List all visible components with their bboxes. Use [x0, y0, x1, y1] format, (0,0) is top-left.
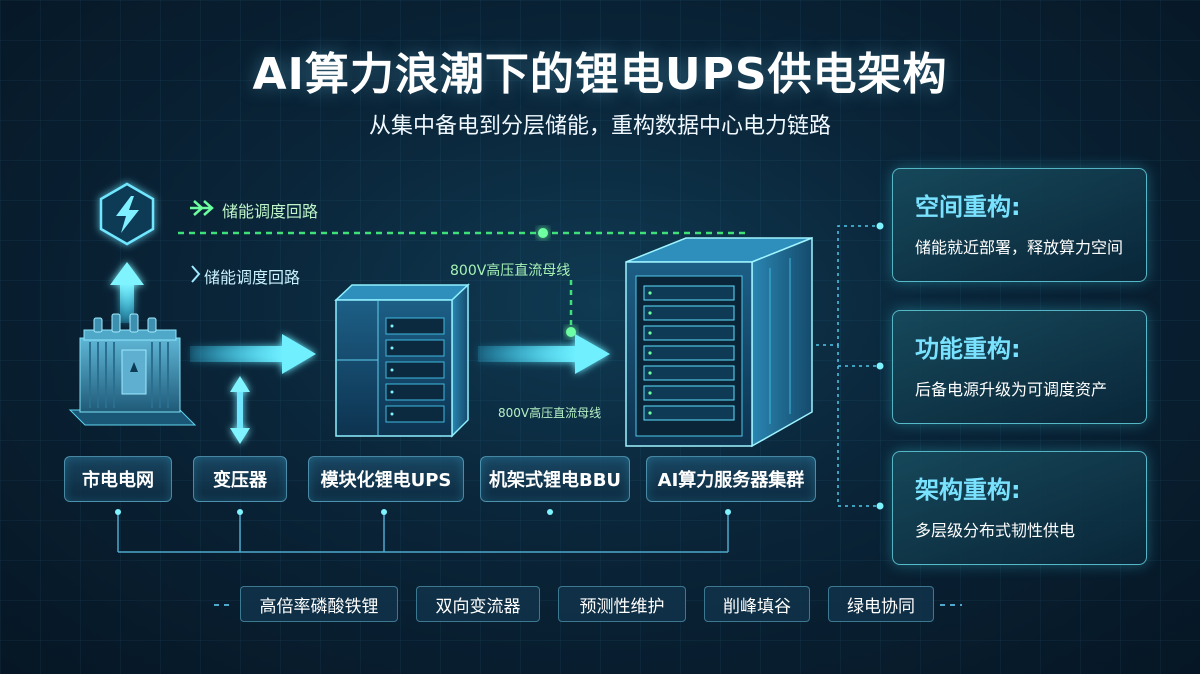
bus-label-bottom: 800V高压直流母线 [498, 406, 602, 420]
ups-cabinet-icon [334, 283, 470, 438]
loop-label-mid: 储能调度回路 [204, 268, 301, 287]
chevron-icon [191, 265, 201, 283]
panel-node-3 [876, 502, 884, 510]
stage-server-cluster: AI算力服务器集群 [646, 456, 816, 502]
tag-predictive: 预测性维护 [558, 586, 686, 622]
panel-function-title: 功能重构: [915, 335, 1021, 363]
tag-green-power: 绿电协同 [828, 586, 934, 622]
panel-function-desc: 后备电源升级为可调度资产 [915, 380, 1108, 399]
panel-architecture: 架构重构: 多层级分布式韧性供电 [892, 451, 1147, 565]
lightning-bolt-icon [99, 182, 155, 246]
bus-label-top: 800V高压直流母线 [450, 263, 571, 279]
panel-node-2 [876, 362, 884, 370]
tag-peak-shaving: 削峰填谷 [704, 586, 810, 622]
double-chevron-icon [190, 200, 214, 216]
page-subtitle: 从集中备电到分层储能，重构数据中心电力链路 [368, 114, 831, 139]
stage-bracket [117, 512, 729, 553]
tag-lfp: 高倍率磷酸铁锂 [240, 586, 398, 622]
stage-ups: 模块化锂电UPS [308, 456, 464, 502]
stage-bbu: 机架式锂电BBU [480, 456, 630, 502]
flow-arrow-2 [478, 334, 610, 374]
panel-connectors [816, 225, 878, 507]
stage-grid: 市电电网 [64, 456, 172, 502]
panel-node-1 [876, 222, 884, 230]
tag-converter: 双向变流器 [416, 586, 540, 622]
panel-function: 功能重构: 后备电源升级为可调度资产 [892, 310, 1147, 424]
transformer-icon [68, 313, 197, 426]
bus-node [566, 327, 576, 337]
page-title: AI算力浪潮下的锂电UPS供电架构 [252, 49, 948, 100]
panel-space-title: 空间重构: [915, 193, 1021, 221]
panel-architecture-desc: 多层级分布式韧性供电 [915, 521, 1076, 540]
panel-space: 空间重构: 储能就近部署，释放算力空间 [892, 168, 1147, 282]
flow-arrow-1 [190, 334, 316, 374]
bidirectional-arrow [230, 376, 250, 444]
server-rack-icon [625, 236, 813, 448]
loop-label-top: 储能调度回路 [222, 202, 319, 221]
panel-architecture-title: 架构重构: [915, 476, 1021, 504]
stage-transformer: 变压器 [193, 456, 287, 502]
grid-up-arrow [110, 262, 144, 323]
panel-space-desc: 储能就近部署，释放算力空间 [915, 238, 1124, 257]
loop-node [538, 228, 548, 238]
